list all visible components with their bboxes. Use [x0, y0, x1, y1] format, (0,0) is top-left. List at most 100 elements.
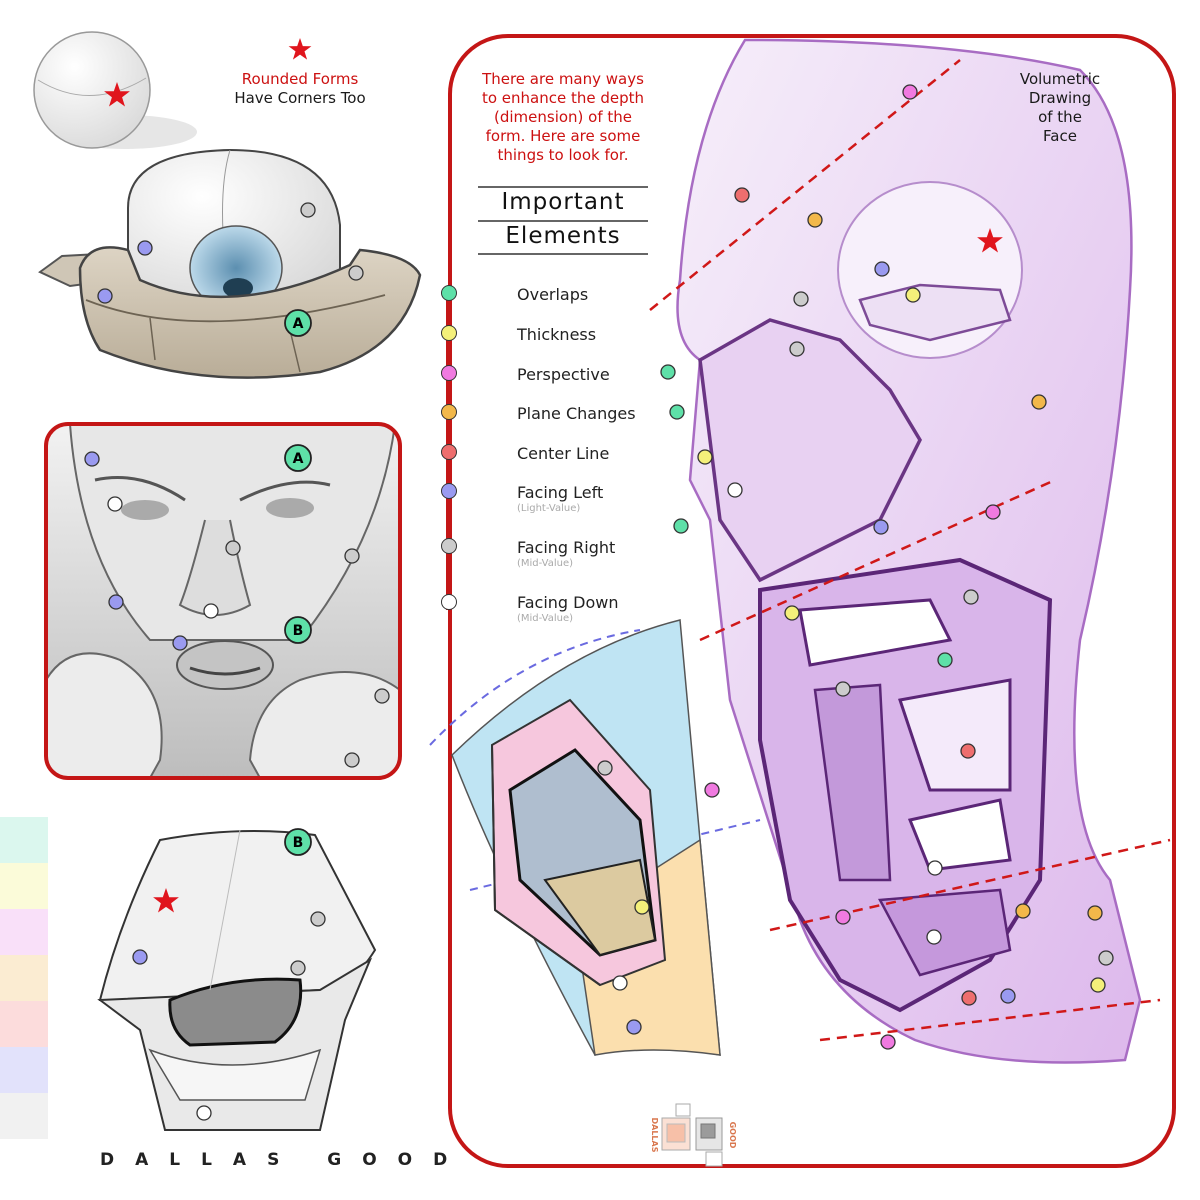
intro-line3: (dimension) of the	[493, 108, 633, 126]
small-sphere-illustration	[33, 31, 197, 149]
marker-dot-center-line	[734, 187, 750, 203]
marker-dot-facing-down	[727, 482, 743, 498]
marker-dot-overlaps	[660, 364, 676, 380]
legend-dot-overlaps	[441, 285, 457, 301]
legend-label-center-line: Center Line	[517, 444, 610, 463]
marker-dot-overlaps	[937, 652, 953, 668]
legend-dot-facing-left	[441, 483, 457, 499]
swatch-perspective	[0, 909, 48, 955]
marker-dot-facing-right	[348, 265, 364, 281]
star-icon	[104, 82, 130, 107]
marker-dot-facing-down	[612, 975, 628, 991]
marker-dot-facing-left	[626, 1019, 642, 1035]
marker-dot-perspective	[880, 1034, 896, 1050]
swatch-overlaps	[0, 817, 48, 863]
marker-dot-plane-changes	[1087, 905, 1103, 921]
legend-sub-facing-right: (Mid-Value)	[517, 558, 574, 569]
legend-label-plane-changes: Plane Changes	[517, 404, 636, 423]
legend-label-thickness: Thickness	[517, 325, 597, 344]
marker-dot-facing-down	[926, 929, 942, 945]
badge-a-photo: A	[284, 444, 312, 472]
marker-dot-facing-right	[300, 202, 316, 218]
badge-b-mouth: B	[284, 828, 312, 856]
marker-dot-facing-right	[1098, 950, 1114, 966]
swatch-facing-right	[0, 1093, 48, 1139]
marker-dot-plane-changes	[807, 212, 823, 228]
legend-label-perspective: Perspective	[517, 365, 610, 384]
important-heading: Important	[501, 189, 625, 215]
marker-dot-facing-left	[137, 240, 153, 256]
marker-dot-overlaps	[669, 404, 685, 420]
thickness-block-diagram	[451, 619, 721, 1056]
marker-dot-facing-left	[874, 261, 890, 277]
marker-dot-facing-right	[344, 548, 360, 564]
marker-dot-facing-left	[108, 594, 124, 610]
marker-dot-facing-right	[835, 681, 851, 697]
volumetric-line1: Volumetric	[1019, 70, 1101, 88]
intro-text: There are many ways to enhance the depth…	[468, 70, 658, 165]
marker-dot-facing-right	[963, 589, 979, 605]
legend-label-facing-right: Facing Right	[517, 538, 616, 557]
photo-panel	[44, 422, 402, 780]
legend-dot-thickness	[441, 325, 457, 341]
badge-a-eyeball: A	[284, 309, 312, 337]
volumetric-line3: of the	[1038, 108, 1082, 126]
marker-dot-facing-down	[203, 603, 219, 619]
star-icon	[977, 228, 1003, 253]
intro-line1: There are many ways	[482, 70, 644, 88]
intro-line4: form. Here are some	[485, 127, 641, 145]
marker-dot-facing-left	[1000, 988, 1016, 1004]
svg-text:GOOD: GOOD	[728, 1122, 737, 1149]
marker-dot-perspective	[704, 782, 720, 798]
marker-dot-thickness	[634, 899, 650, 915]
eyeball-illustration	[38, 148, 422, 379]
swatch-thickness	[0, 863, 48, 909]
volumetric-face-illustration	[676, 38, 1142, 1064]
legend-label-overlaps: Overlaps	[517, 285, 589, 304]
marker-dot-center-line	[961, 990, 977, 1006]
star-icon	[288, 38, 312, 60]
dallas-good-logo: DALLAS GOOD	[650, 1103, 737, 1167]
svg-text:A: A	[293, 316, 304, 332]
marker-dot-facing-right	[597, 760, 613, 776]
svg-text:DALLAS: DALLAS	[650, 1118, 659, 1153]
intro-line2: to enhance the depth	[481, 89, 645, 107]
volumetric-line4: Face	[1043, 127, 1077, 145]
marker-dot-center-line	[960, 743, 976, 759]
svg-text:B: B	[293, 623, 304, 639]
legend-sub-facing-left: (Light-Value)	[517, 503, 581, 514]
marker-dot-facing-right	[793, 291, 809, 307]
marker-dots	[84, 84, 1114, 1121]
marker-dot-thickness	[784, 605, 800, 621]
marker-dot-thickness	[1090, 977, 1106, 993]
marker-dot-plane-changes	[1015, 903, 1031, 919]
mouth-form-illustration	[97, 829, 377, 1131]
marker-dot-thickness	[697, 449, 713, 465]
signature: DALLAS GOOD	[100, 1150, 469, 1170]
marker-dot-facing-right	[374, 688, 390, 704]
legend-dot-perspective	[441, 365, 457, 381]
volumetric-line2: Drawing	[1028, 89, 1092, 107]
swatch-center-line	[0, 1001, 48, 1047]
legend-dot-facing-down	[441, 594, 457, 610]
marker-dot-facing-right	[789, 341, 805, 357]
marker-dot-facing-down	[927, 860, 943, 876]
swatch-plane-changes	[0, 955, 48, 1001]
marker-dot-facing-right	[225, 540, 241, 556]
marker-dot-facing-down	[196, 1105, 212, 1121]
intro-line5: things to look for.	[497, 146, 629, 164]
legend-label-facing-down: Facing Down	[517, 593, 619, 612]
marker-dot-perspective	[985, 504, 1001, 520]
svg-text:A: A	[293, 451, 304, 467]
swatch-facing-left	[0, 1047, 48, 1093]
marker-dot-facing-right	[310, 911, 326, 927]
legend-dot-center-line	[441, 444, 457, 460]
legend-dot-facing-right	[441, 538, 457, 554]
marker-dot-facing-right	[290, 960, 306, 976]
legend-sub-facing-down: (Mid-Value)	[517, 613, 574, 624]
rounded-forms-line2: Have Corners Too	[234, 89, 366, 107]
marker-dot-facing-left	[132, 949, 148, 965]
marker-dot-facing-left	[97, 288, 113, 304]
marker-dot-facing-left	[84, 451, 100, 467]
